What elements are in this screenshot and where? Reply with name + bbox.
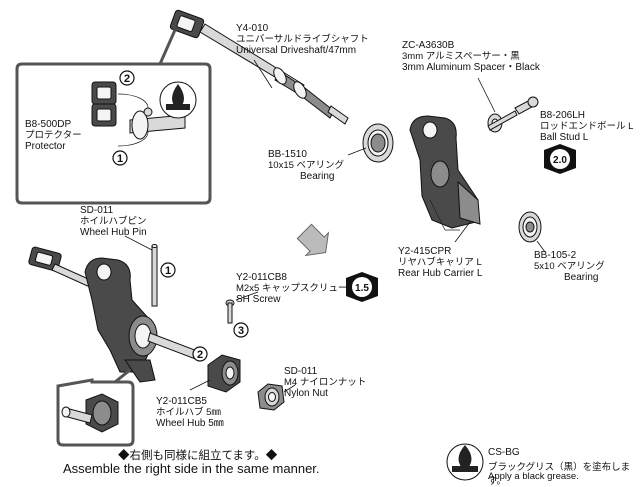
protector-label: B8-500DP プロテクター Protector <box>25 119 82 152</box>
spacer-label: ZC-A3630B 3mm アルミスペーサー・黒 3mm Aluminum Sp… <box>402 40 541 113</box>
svg-text:2: 2 <box>197 349 203 361</box>
sh-screw-code: Y2-011CB8 <box>236 272 287 283</box>
protector-code: B8-500DP <box>25 119 71 130</box>
torque-badge-sh-screw: 1.5 <box>346 272 378 302</box>
hub-pin-en: Wheel Hub Pin <box>80 227 147 238</box>
hub-pin-label: SD-011 ホイルハブピン Wheel Hub Pin <box>80 205 153 251</box>
bearing-1510-label: BB-1510 10x15 ベアリング Bearing <box>268 147 367 182</box>
svg-text:1: 1 <box>117 153 123 165</box>
wheel-hub-label: Y2-011CB5 ホイルハブ 5㎜ Wheel Hub 5㎜ <box>156 379 224 429</box>
torque-value-1-5: 1.5 <box>355 283 369 294</box>
ball-stud-jp: ロッドエンドボール L <box>540 121 633 132</box>
spacer-jp: 3mm アルミスペーサー・黒 <box>402 51 520 62</box>
driveshaft-jp: ユニバーサルドライブシャフト <box>236 33 369 45</box>
wheel-hub-code: Y2-011CB5 <box>156 396 207 407</box>
bearing-105-2-label: BB-105-2 5x10 ベアリング Bearing <box>534 240 605 283</box>
axle-part <box>147 332 201 361</box>
wheel-hub-jp: ホイルハブ 5㎜ <box>156 406 221 418</box>
nylon-nut-en: Nylon Nut <box>284 388 328 399</box>
sh-screw-label: Y2-011CB8 M2x5 キャップスクリュー SH Screw <box>235 272 347 305</box>
bearing-1510-jp: 10x15 ベアリング <box>268 159 345 171</box>
driveshaft-en: Universal Driveshaft/47mm <box>236 45 356 56</box>
rear-hub-carrier-part <box>409 115 481 231</box>
black-grease-icon <box>446 443 484 481</box>
bearing-105-2-en: Bearing <box>564 272 598 283</box>
hub-pin-jp: ホイルハブピン <box>80 215 147 227</box>
spacer-code: ZC-A3630B <box>402 40 455 51</box>
nylon-nut-jp: M4 ナイロンナット <box>284 377 366 388</box>
bearing-105-2-code: BB-105-2 <box>534 250 577 261</box>
spacer-en: 3mm Aluminum Spacer・Black <box>402 62 541 73</box>
sh-screw-en: SH Screw <box>236 294 281 305</box>
ball-stud-label: B8-206LH ロッドエンドボール L Ball Stud L <box>540 110 633 143</box>
driveshaft-label: Y4-010 ユニバーサルドライブシャフト Universal Drivesha… <box>236 23 369 89</box>
assembly-direction-arrow <box>296 223 330 257</box>
sh-screw-part <box>225 299 235 324</box>
driveshaft-code: Y4-010 <box>236 23 269 34</box>
bearing-1510-part <box>362 123 394 163</box>
grease-code: CS-BG <box>488 447 520 458</box>
bearing-1510-code: BB-1510 <box>268 149 307 160</box>
hub-carrier-jp: リヤハブキャリア L <box>398 256 482 268</box>
protector-jp: プロテクター <box>25 130 82 141</box>
hub-detail-inset <box>56 368 135 447</box>
torque-badge-ball-stud: 2.0 <box>544 144 576 174</box>
protector-en: Protector <box>25 141 66 152</box>
wheel-hub-en: Wheel Hub 5㎜ <box>156 418 224 429</box>
svg-text:2: 2 <box>124 73 130 85</box>
hub-carrier-en: Rear Hub Carrier L <box>398 268 483 279</box>
nylon-nut-label: SD-011 M4 ナイロンナット Nylon Nut <box>283 366 366 399</box>
sh-screw-jp: M2x5 キャップスクリュー <box>236 283 347 294</box>
ball-stud-part <box>487 96 539 131</box>
ball-stud-code: B8-206LH <box>540 110 585 121</box>
footer-note-en: Assemble the right side in the same mann… <box>63 461 320 476</box>
svg-text:1: 1 <box>165 265 171 277</box>
lower-hub-carrier <box>84 257 158 383</box>
grease-note-jp: ブラックグリス（黒）を塗布します。 <box>488 462 631 487</box>
step-3-marker: 3 <box>233 322 249 338</box>
inset-step-1: 1 <box>112 150 128 166</box>
nylon-nut-code: SD-011 <box>284 366 318 377</box>
protector-inset <box>15 29 212 205</box>
nylon-nut-part <box>257 383 285 411</box>
step-1-marker: 1 <box>160 262 176 278</box>
hub-carrier-code: Y2-415CPR <box>398 246 451 257</box>
step-2-marker: 2 <box>192 346 208 362</box>
inset-step-2: 2 <box>119 70 135 86</box>
footer-note-jp: ◆右側も同様に組立てます。◆ <box>118 450 278 462</box>
wheel-hub-pin-part <box>151 244 158 307</box>
wheel-hub-part <box>207 354 241 393</box>
universal-driveshaft-part <box>169 9 349 125</box>
torque-value-2-0: 2.0 <box>553 155 567 166</box>
lower-driveshaft-cup <box>28 246 96 289</box>
grease-note-en: Apply a black grease. <box>488 471 579 482</box>
bearing-1510-en: Bearing <box>300 171 334 182</box>
ball-stud-en: Ball Stud L <box>540 132 589 143</box>
svg-text:3: 3 <box>238 325 244 337</box>
hub-carrier-label: Y2-415CPR リヤハブキャリア L Rear Hub Carrier L <box>398 221 483 279</box>
bearing-105-2-jp: 5x10 ベアリング <box>534 260 605 272</box>
hub-pin-code: SD-011 <box>80 205 114 216</box>
bearing-105-2-part <box>518 211 542 243</box>
